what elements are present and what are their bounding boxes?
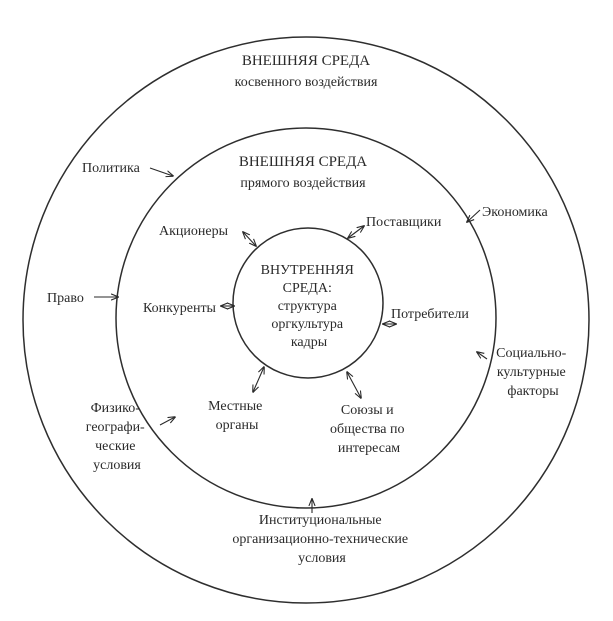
factor-shareholders-label: Акционеры [159,224,229,239]
arrow-suppliers [348,226,364,238]
middle-circle-title: ВНЕШНЯЯ СРЕДА [239,154,367,170]
middle-circle-subtitle: прямого воздействия [240,176,366,191]
factor-law-label: Право [47,291,84,306]
factor-unions-label: Союзы и общества по интересам [330,403,408,456]
factor-local-authorities-label: Местные органы [208,399,266,433]
factor-physgeo-label: Физико- географи- ческие условия [86,401,148,473]
outer-circle-title: ВНЕШНЯЯ СРЕДА [242,53,370,69]
factor-competitors-label: Конкуренты [143,301,217,316]
outer-circle-subtitle: косвенного воздействия [235,75,378,90]
factor-politics-label: Политика [82,161,141,176]
middle-circle [115,127,497,509]
arrow-politics [149,167,173,176]
arrow-local-authorities [253,367,264,392]
factor-sociocultural-label: Социально- культурные факторы [496,346,570,399]
arrow-shareholders [243,232,256,246]
arrow-sociocultural [477,352,488,360]
arrow-unions [347,372,361,398]
factor-institutional-label: Институциональные организационно-техниче… [232,513,411,566]
arrow-economy [467,209,481,222]
inner-circle-label: ВНУТРЕННЯЯ СРЕДА: структура оргкультура … [261,263,358,350]
outer-circle [22,36,590,604]
arrow-physgeo [159,417,175,426]
factor-suppliers-label: Поставщики [366,215,442,230]
factor-economy-label: Экономика [482,205,549,220]
factor-consumers-label: Потребители [391,307,469,322]
